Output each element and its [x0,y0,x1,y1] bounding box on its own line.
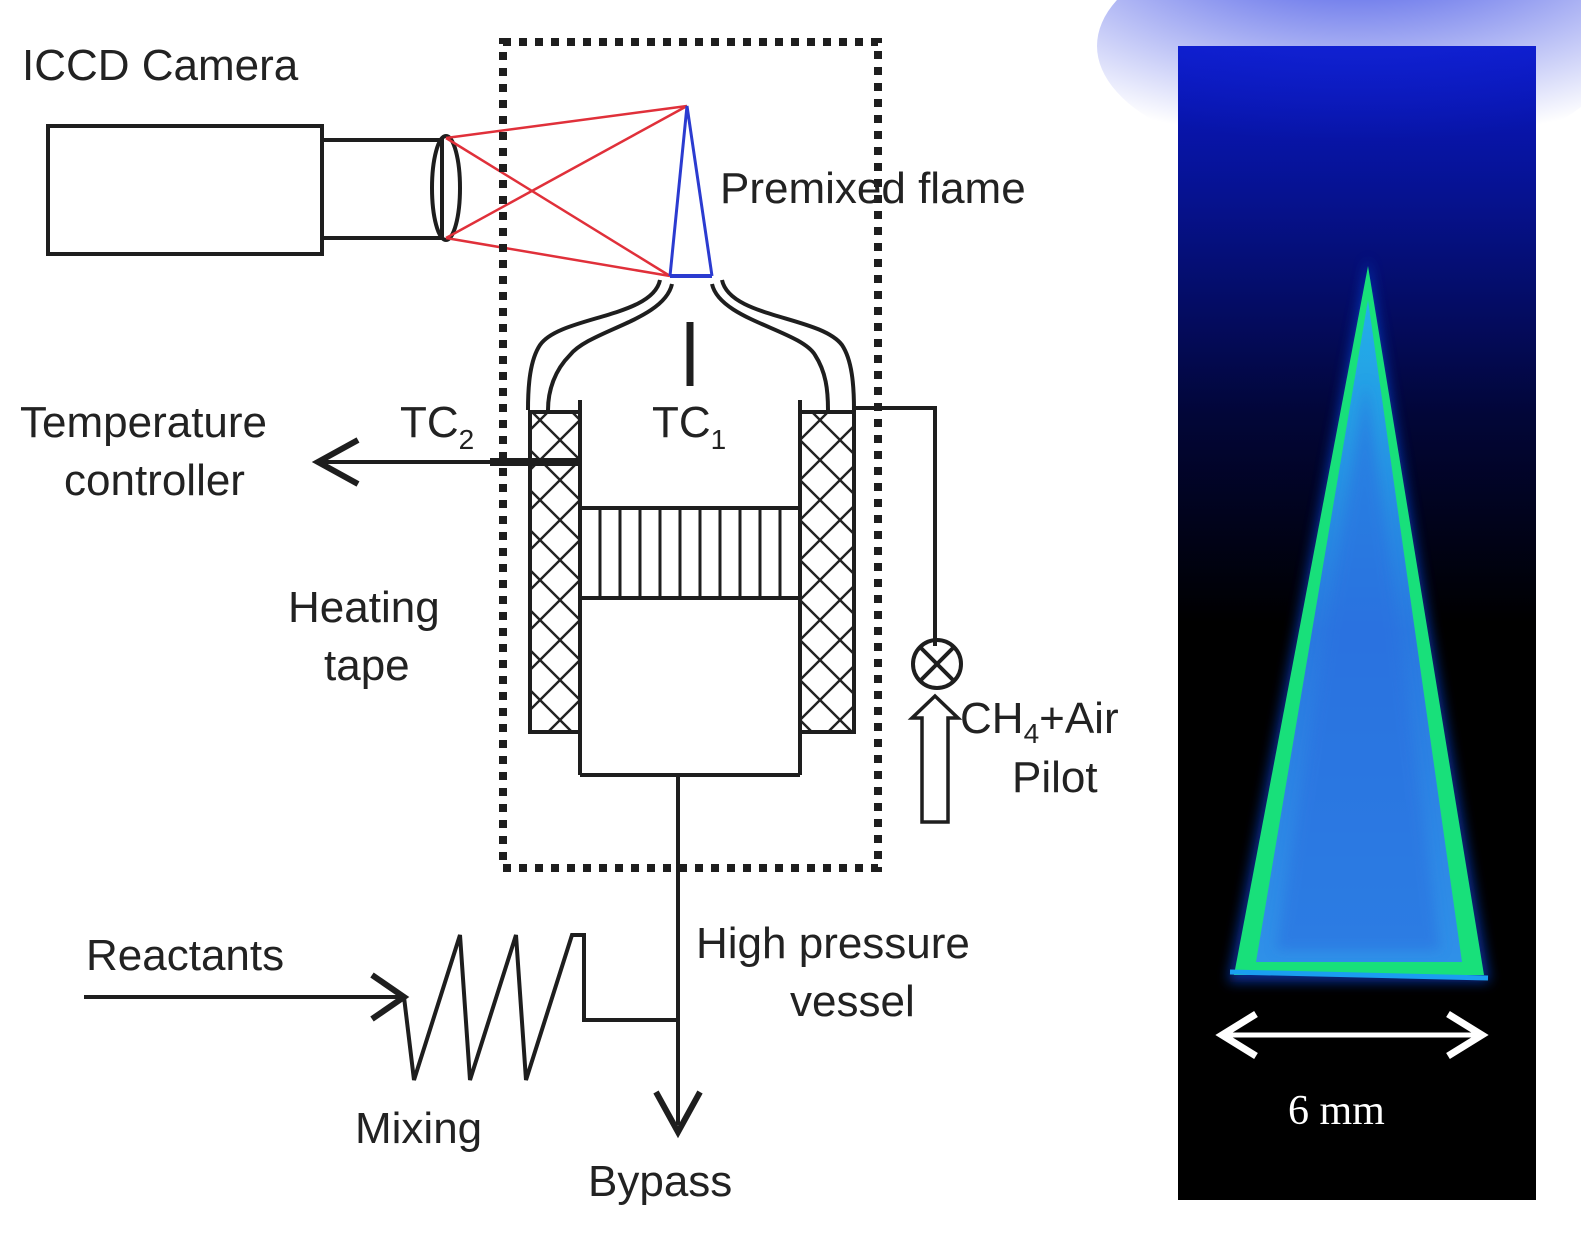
tc2-main: TC [400,398,459,447]
high-pressure-vessel-boundary [499,38,882,872]
flow-straightener [578,506,802,600]
reactants-label: Reactants [86,931,284,980]
flame-cone-inner [1276,380,1440,950]
pilot-label: Pilot [1012,753,1098,802]
controller-label-line1: Temperature [20,398,267,447]
flame-photo-top-glow [1097,0,1581,166]
flame-label: Premixed flame [720,164,1026,213]
tc1-label: TC1 [652,398,726,455]
iccd-camera [46,124,462,256]
tc1-subscript: 1 [711,424,727,455]
heating-label-line1: Heating [288,583,440,632]
optical-rays [445,104,688,278]
gas-subscript: 4 [1024,718,1040,749]
scale-label: 6 mm [1288,1088,1385,1134]
premixed-flame-cone [668,105,714,278]
camera-lens-tube [320,138,444,240]
heating-tape-right [798,410,856,734]
tc1-main: TC [652,398,711,447]
flame-base-line [1229,969,1489,981]
controller-label-line2: controller [64,456,245,505]
bypass-line [653,775,703,1139]
camera-lens [430,134,462,242]
flame-photo: 6 mm [1097,0,1581,1200]
gas-label: CH4+Air [960,694,1119,749]
camera-body [46,124,324,256]
bypass-label: Bypass [588,1157,732,1206]
vessel-label-line2: vessel [790,977,915,1026]
pilot-line [854,406,963,824]
scale-bar [1215,1011,1489,1059]
pilot-valve [911,638,963,690]
tc2-label: TC2 [400,398,474,455]
gas-suffix: +Air [1039,694,1118,743]
heating-label-line2: tape [324,641,410,690]
reactants-line [84,933,678,1081]
gas-prefix: CH [960,694,1024,743]
schematic-diagram [46,38,963,1139]
vessel-label-line1: High pressure [696,919,970,968]
pilot-inlet-arrow [907,693,963,824]
mixing-label: Mixing [355,1104,482,1153]
tc2-connection [311,437,580,487]
tc2-subscript: 2 [459,424,475,455]
schematic-labels: ICCD Camera Premixed flame TC1 TC2 Tempe… [20,41,1119,1206]
mixing-coil [402,933,678,1081]
camera-label: ICCD Camera [22,41,299,90]
